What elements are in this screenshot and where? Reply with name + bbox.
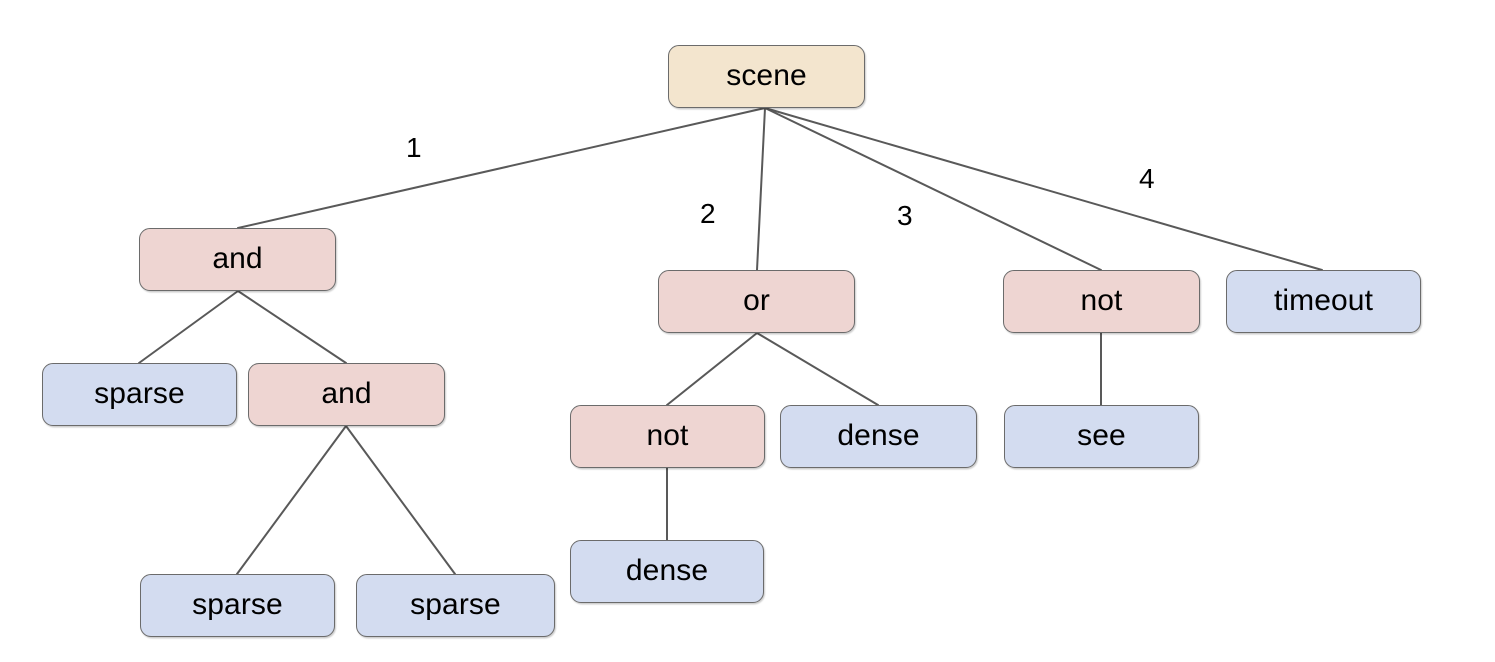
tree-node-or1[interactable]: or	[658, 270, 855, 333]
tree-node-label: sparse	[192, 587, 283, 621]
tree-edge-or1-to-not2	[666, 332, 758, 406]
tree-node-see[interactable]: see	[1004, 405, 1199, 468]
tree-node-not1[interactable]: not	[1003, 270, 1200, 333]
tree-edge-scene-to-timeout	[764, 107, 1323, 271]
tree-node-sparse3[interactable]: sparse	[356, 574, 555, 637]
tree-node-label: not	[646, 418, 689, 452]
tree-node-sparse2[interactable]: sparse	[140, 574, 335, 637]
tree-node-label: see	[1077, 418, 1126, 452]
tree-node-dense1[interactable]: dense	[780, 405, 977, 468]
edge-label-3: 3	[897, 200, 913, 231]
tree-node-label: sparse	[94, 376, 185, 410]
tree-node-label: timeout	[1273, 283, 1374, 317]
tree-node-label: and	[212, 241, 263, 275]
edge-label-2: 2	[700, 198, 716, 229]
tree-node-label: sparse	[410, 587, 501, 621]
tree-edge-and1-to-and2	[237, 290, 347, 364]
tree-node-scene[interactable]: scene	[668, 45, 865, 108]
edge-label-1: 1	[406, 132, 422, 163]
tree-node-label: and	[321, 376, 372, 410]
tree-node-label: or	[743, 283, 770, 317]
tree-node-timeout[interactable]: timeout	[1226, 270, 1421, 333]
tree-node-and2[interactable]: and	[248, 363, 445, 426]
tree-node-label: scene	[726, 58, 807, 92]
tree-edge-and1-to-sparse1	[138, 290, 239, 364]
tree-edge-scene-to-and1	[237, 107, 766, 229]
tree-edge-scene-to-or1	[756, 107, 766, 271]
edge-label-4: 4	[1139, 163, 1155, 194]
tree-edge-scene-to-not1	[764, 107, 1102, 271]
tree-edge-and2-to-sparse3	[345, 425, 456, 575]
tree-node-and1[interactable]: and	[139, 228, 336, 291]
tree-node-sparse1[interactable]: sparse	[42, 363, 237, 426]
tree-edge-and2-to-sparse2	[236, 425, 347, 575]
tree-node-label: dense	[625, 553, 709, 587]
tree-node-dense2[interactable]: dense	[570, 540, 764, 603]
tree-node-not2[interactable]: not	[570, 405, 765, 468]
tree-node-label: not	[1080, 283, 1123, 317]
tree-edge-or1-to-dense1	[756, 332, 879, 406]
tree-node-label: dense	[837, 418, 920, 452]
